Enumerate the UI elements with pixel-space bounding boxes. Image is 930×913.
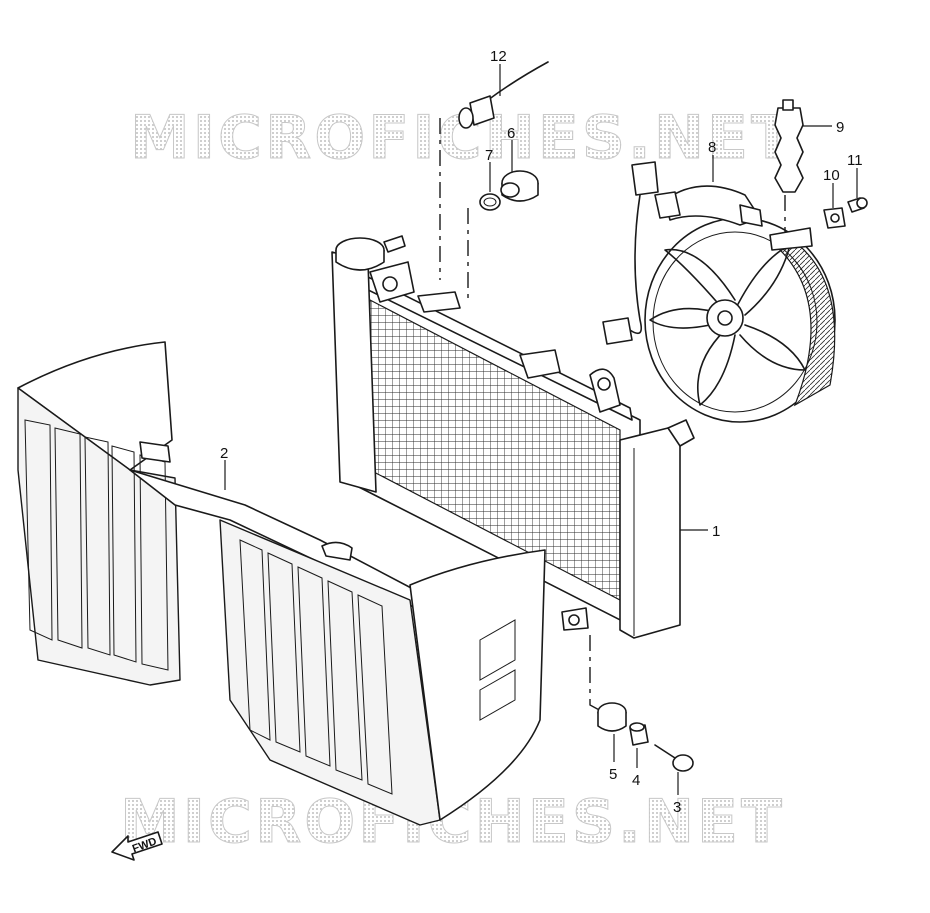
callout-4: 4 [632, 772, 640, 789]
rubber-cushion [597, 702, 627, 732]
collar [629, 722, 649, 746]
callout-2: 2 [220, 445, 228, 462]
o-ring [479, 193, 501, 211]
fan-switch [458, 61, 549, 129]
callout-12: 12 [490, 48, 507, 65]
radiator [331, 235, 695, 639]
callout-11: 11 [847, 152, 863, 169]
callout-5: 5 [609, 766, 617, 783]
nut-clip [823, 207, 846, 229]
mount-bolt [654, 744, 694, 772]
callout-6: 6 [507, 125, 515, 142]
callout-1: 1 [712, 523, 720, 540]
small-bolt [847, 197, 868, 213]
callout-9: 9 [836, 119, 844, 136]
assembly-lines [439, 118, 786, 713]
callout-8: 8 [708, 139, 716, 156]
cooling-fan-assembly [602, 161, 836, 423]
callout-3: 3 [673, 799, 681, 816]
callout-10: 10 [823, 167, 840, 184]
boot-cover [774, 99, 804, 193]
callout-7: 7 [485, 147, 493, 164]
radiator-shroud [17, 341, 546, 826]
leader-lines [224, 64, 858, 795]
thermo-switch [500, 170, 539, 202]
